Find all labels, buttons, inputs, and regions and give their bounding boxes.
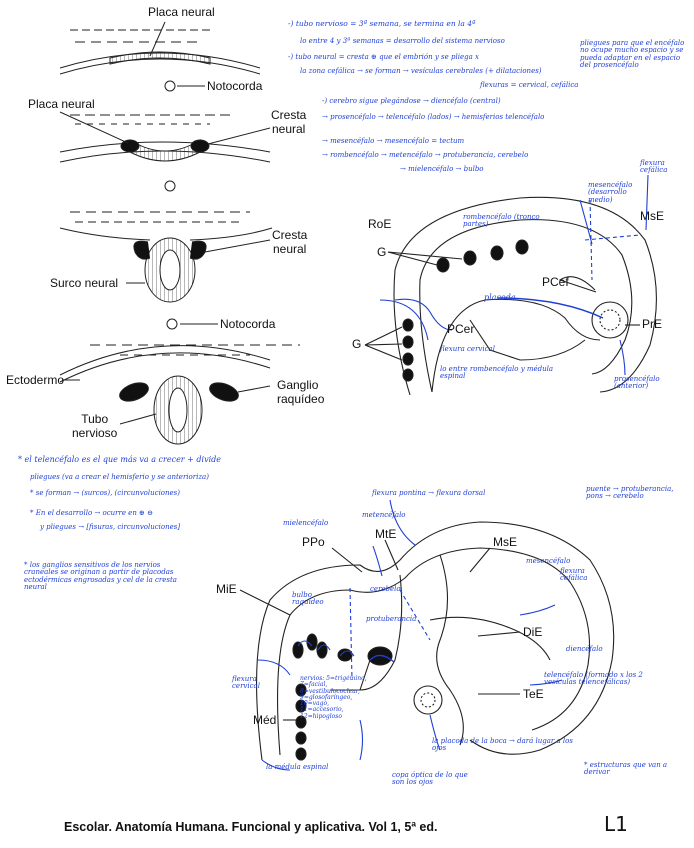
stage-2-neural-crest — [59, 111, 271, 192]
label-tubo-nervioso: Tubo nervioso — [72, 412, 118, 440]
note-12: mesencéfalo (desarrollo medio) — [588, 181, 633, 204]
note-40: copa óptica de lo que son los ojos — [392, 771, 468, 787]
label-mse-lower: MsE — [493, 535, 517, 549]
label-mie: MiE — [216, 582, 237, 596]
embryo-brain-lower — [239, 521, 615, 761]
label-pcef: PCef — [542, 275, 569, 289]
embryo-brain-lower-annotations — [257, 499, 563, 771]
label-surco-neural: Surco neural — [50, 276, 119, 290]
note-30: cerebelo — [370, 585, 401, 593]
label-g-upper: G — [377, 245, 387, 259]
label-roe: RoE — [368, 217, 392, 231]
embryo-brain-upper — [364, 196, 657, 396]
label-cresta-neural-2: Cresta neural — [272, 228, 308, 256]
note-13: flexura cefálica — [640, 159, 668, 175]
note-19: * el telencéfalo es el que más va a crec… — [18, 455, 222, 464]
citation-footer: Escolar. Anatomía Humana. Funcional y ap… — [64, 820, 438, 834]
note-24: flexura pontina → flexura dorsal — [372, 489, 486, 497]
label-g-lower: G — [352, 337, 362, 351]
label-tee: TeE — [523, 687, 544, 701]
note-4: la zona cefálica → se forman → vesículas… — [300, 67, 542, 75]
label-ectodermo: Ectodermo — [6, 373, 65, 387]
stage-1-neural-plate — [59, 21, 261, 92]
label-pcer: PCer — [447, 322, 475, 336]
stage-3-neural-groove — [59, 211, 273, 330]
note-27: mielencéfalo — [283, 519, 329, 527]
note-21: * se forman → (surcos), (circunvolucione… — [30, 489, 180, 497]
note-6: pliegues para que el encéfalo no ocupe m… — [580, 39, 685, 70]
label-med: Méd — [253, 713, 277, 727]
note-33: flexura cefálica — [560, 567, 588, 583]
label-pre: PrE — [642, 317, 663, 331]
label-notocorda-1: Notocorda — [207, 79, 263, 93]
note-5: flexuras = cervical, cefálica — [480, 81, 579, 89]
note-3: -) tubo neural = cresta ⊕ que el embrión… — [288, 53, 479, 61]
label-placa-neural-left: Placa neural — [28, 97, 95, 111]
note-18: prosencéfalo (anterior) — [614, 375, 660, 391]
note-1: -) tubo nervioso = 3ª semana, se termina… — [288, 19, 476, 28]
label-ppo: PPo — [302, 535, 325, 549]
note-25: puente → protuberancia, pons → cerebelo — [586, 485, 674, 501]
note-16: flexura cervical — [440, 345, 495, 353]
label-ganglio-raquideo: Ganglio raquídeo — [277, 378, 325, 406]
note-17: lo entre rombencéfalo y médula espinal — [440, 365, 554, 381]
note-15: placoda — [484, 293, 516, 302]
stage-4-neural-tube — [59, 344, 300, 445]
label-cresta-neural-1: Cresta neural — [271, 108, 307, 136]
note-29: bulbo raquídeo — [292, 591, 324, 607]
note-11: → mielencéfalo → bulbo — [400, 165, 484, 173]
note-32: mesencéfalo — [526, 557, 571, 565]
note-7: -) cerebro sigue plegándose → diencéfalo… — [322, 97, 501, 105]
note-8: → prosencéfalo → telencéfalo (lados) → h… — [322, 113, 545, 121]
embryo-brain-upper-annotations — [379, 174, 649, 376]
note-37: nervios: 5=trigémino, 7=facial, 8=vestib… — [300, 675, 367, 720]
note-20: pliegues (va a crear el hemisferio y se … — [30, 473, 209, 481]
label-mte: MtE — [375, 527, 397, 541]
note-28: metencéfalo — [362, 511, 406, 519]
note-35: flexura cervical — [232, 675, 260, 691]
note-2: lo entre 4 y 3ª semanas = desarrollo del… — [300, 37, 505, 45]
label-die: DiE — [523, 625, 543, 639]
note-10: → rombencéfalo → metencéfalo → protubera… — [322, 151, 529, 159]
note-31: protuberancia — [366, 615, 417, 623]
note-39: la placoda de la boca → dará lugar a los… — [432, 737, 573, 753]
note-23: y pliegues → [fisuras, circunvoluciones] — [40, 523, 181, 531]
note-22: * En el desarrollo → ocurre en ⊕ ⊖ — [30, 509, 154, 517]
page-tag: L1 — [604, 812, 628, 836]
note-26: * los ganglios sensitivos de los nervios… — [24, 561, 177, 592]
label-notocorda-2: Notocorda — [220, 317, 276, 331]
note-41: * estructuras que van a derivar — [584, 761, 668, 777]
note-9: → mesencéfalo → mesencéfalo = tectum — [322, 137, 465, 145]
note-38: la médula espinal — [266, 763, 329, 771]
note-14: rombencéfalo (tronco partes) — [463, 213, 540, 229]
note-36: telencéfalo (formado x los 2 vesículas t… — [544, 671, 643, 687]
label-mse-upper: MsE — [640, 209, 664, 223]
label-placa-neural-top: Placa neural — [148, 5, 215, 19]
note-34: diencéfalo — [566, 645, 603, 653]
